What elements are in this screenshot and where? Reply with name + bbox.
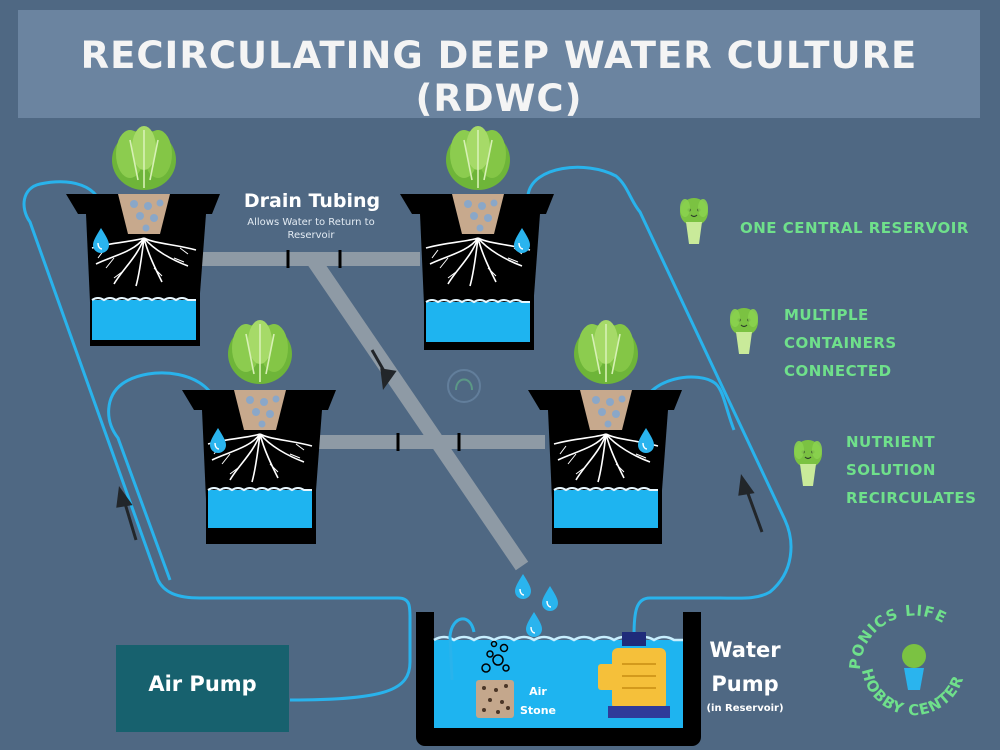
lettuce-icon (729, 307, 759, 355)
air-bubble-icon (481, 640, 510, 673)
air-stone (476, 680, 514, 718)
lettuce-icon (679, 197, 709, 245)
title-bar: RECIRCULATING DEEP WATER CULTURE (RDWC) (18, 10, 980, 120)
air-pump: Air Pump (116, 645, 289, 732)
bucket-top-left (66, 125, 220, 346)
water-pump (598, 632, 670, 718)
feature-nutrient-recirculates: NUTRIENT SOLUTION RECIRCULATES (846, 433, 977, 507)
feature-multiple-containers: MULTIPLE CONTAINERS CONNECTED (784, 306, 897, 380)
page-title: RECIRCULATING DEEP WATER CULTURE (RDWC) (80, 34, 918, 120)
watermark (447, 369, 481, 403)
falling-drops (514, 573, 559, 638)
lettuce-icon (793, 439, 823, 487)
bucket-top-right (400, 125, 554, 350)
water-pump-note: (in Reservoir) (706, 703, 784, 714)
bucket-bottom-right (528, 319, 682, 544)
svg-text:PONICS LIFE: PONICS LIFE (846, 601, 950, 670)
air-pump-label: Air Pump (148, 672, 257, 696)
drain-tubing (193, 250, 545, 571)
logo: PONICS LIFE HOBBY CENTER (846, 601, 967, 719)
feature-one-central-reservoir: ONE CENTRAL RESERVOIR (740, 219, 969, 237)
drain-tubing-label: Drain Tubing (243, 190, 381, 212)
drain-tubing-caption: Allows Water to Return to Reservoir (247, 217, 375, 241)
flow-arrows (116, 349, 764, 541)
bucket-bottom-left (182, 319, 336, 544)
air-stone-label: Air Stone (519, 685, 557, 717)
water-pump-label: Water Pump (709, 638, 781, 696)
recirculation-tubing (22, 165, 793, 702)
